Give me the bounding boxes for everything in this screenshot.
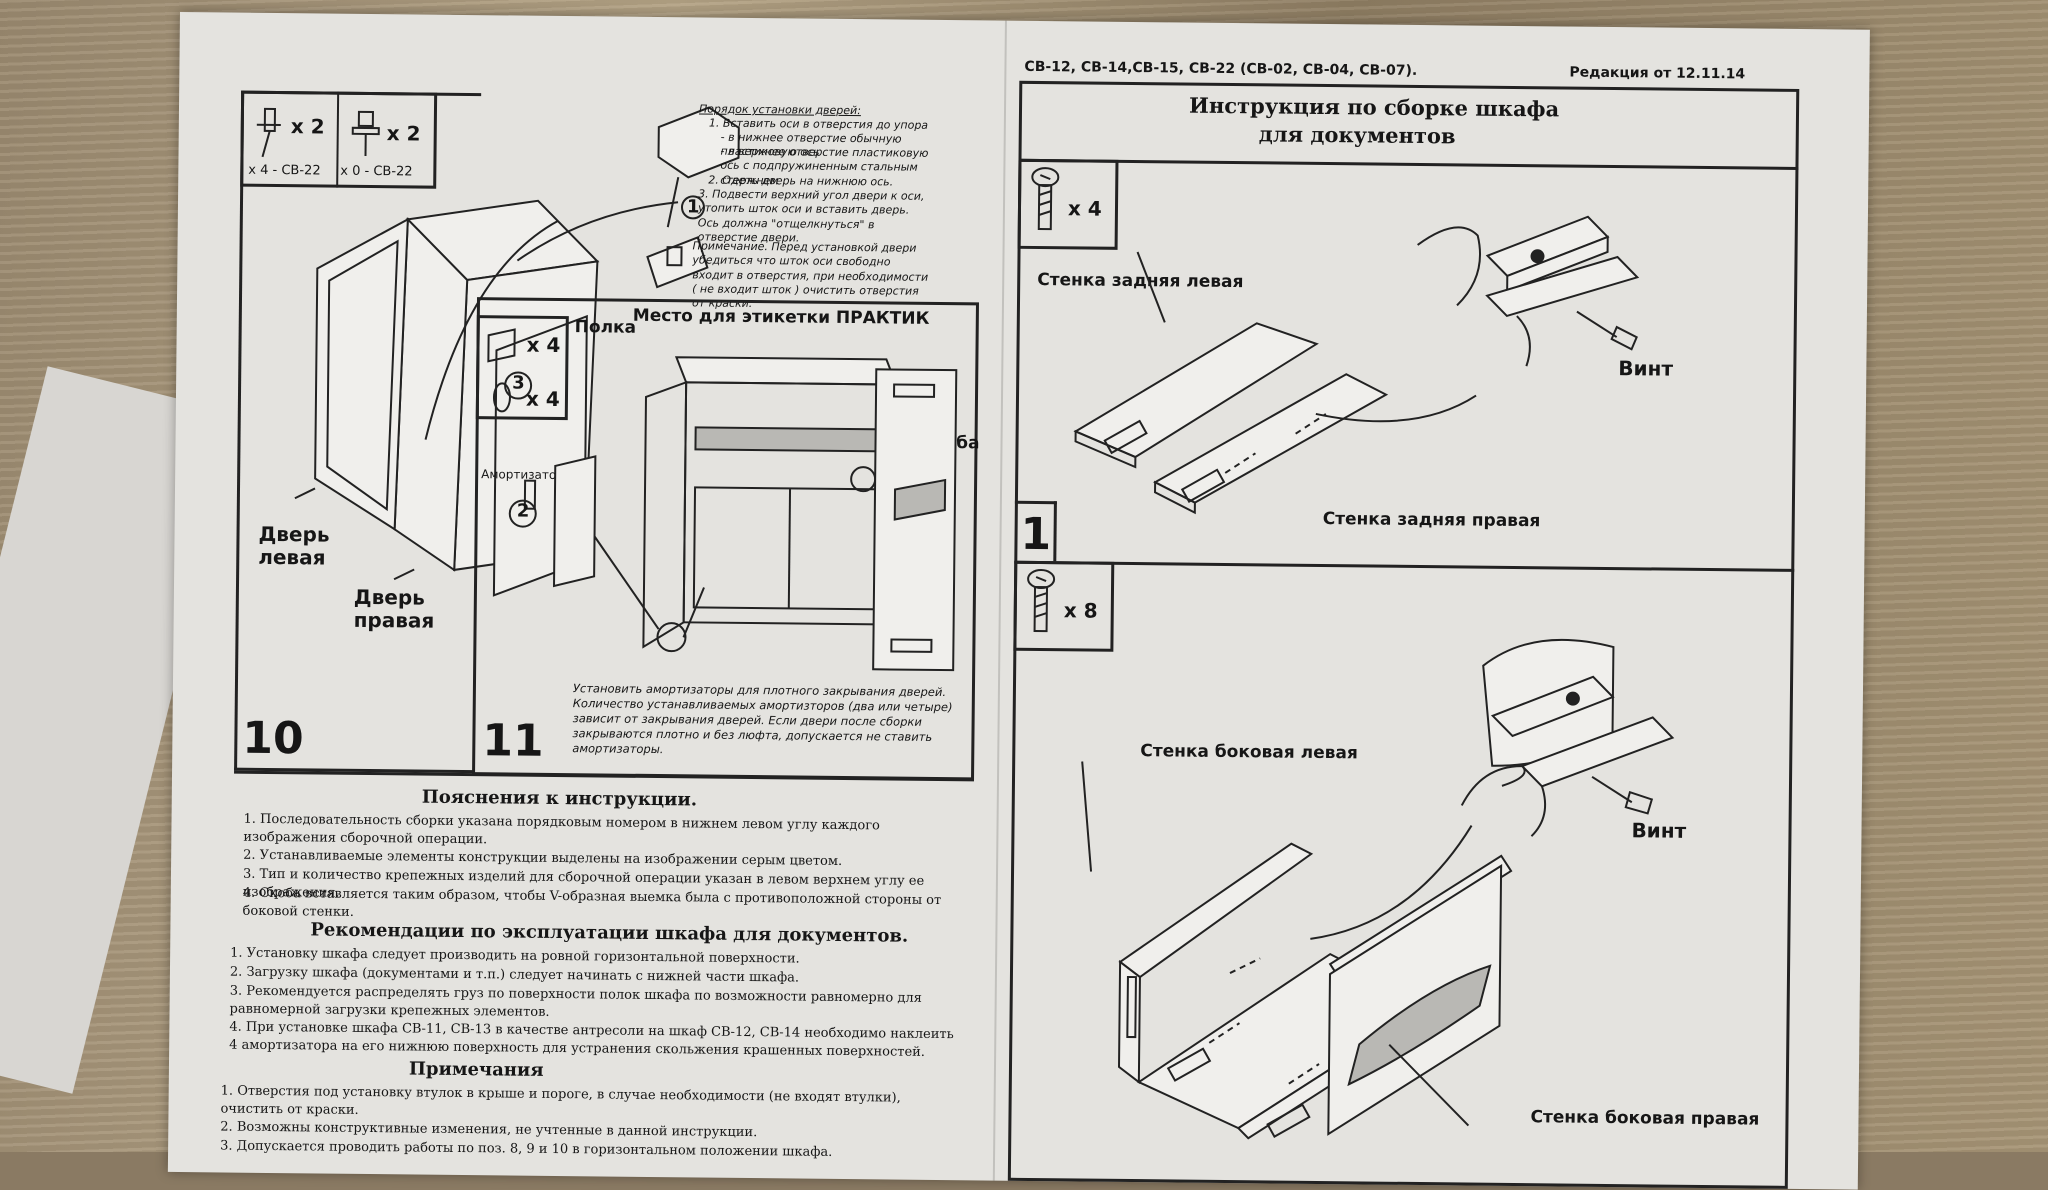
door-hinge-pin-icon bbox=[250, 105, 291, 165]
paper-fold-line bbox=[993, 21, 1007, 1181]
step-11-text: Установить амортизаторы для плотного зак… bbox=[572, 681, 965, 760]
step-11-number: 11 bbox=[482, 715, 544, 767]
door-pin-icon bbox=[346, 106, 387, 166]
instruction-sheet: x 2 x 4 - СВ-22 x 2 x 0 - СВ-22 3 2 1 По… bbox=[168, 12, 1870, 1190]
step-10-part2-qty: x 2 bbox=[387, 122, 421, 145]
step-10-part1-note: x 4 - СВ-22 bbox=[248, 163, 320, 181]
step-1-number-box bbox=[1014, 501, 1057, 561]
rear-panels-drawing bbox=[1055, 171, 1779, 519]
step-10-number: 10 bbox=[242, 713, 304, 765]
side-panels-drawing bbox=[1048, 581, 1774, 1149]
door-procedure-step-3: 3. Подвести верхний угол двери к оси, ут… bbox=[698, 187, 929, 247]
explanations-title: Пояснения к инструкции. bbox=[422, 787, 697, 811]
notes-title: Примечания bbox=[409, 1058, 544, 1080]
step-10-part1-qty: x 2 bbox=[291, 115, 325, 138]
model-list: СВ-12, СВ-14,СВ-15, СВ-22 (СВ-02, СВ-04,… bbox=[1024, 59, 1417, 79]
screw-icon-step-2 bbox=[1025, 569, 1056, 639]
label-place-caption: Место для этикетки ПРАКТИК bbox=[633, 307, 930, 330]
screw-icon bbox=[1030, 167, 1061, 237]
door-left-label: Дверь левая bbox=[258, 523, 338, 570]
title-line-2: для документов bbox=[1259, 121, 1456, 148]
cabinet-shelf-drawing bbox=[483, 335, 977, 680]
door-right-label: Дверь правая bbox=[354, 586, 434, 633]
revision-date: Редакция от 12.11.14 bbox=[1569, 65, 1745, 83]
step-10-part2-note: x 0 - СВ-22 bbox=[340, 164, 412, 182]
title-line-1: Инструкция по сборке шкафа bbox=[1189, 93, 1559, 122]
